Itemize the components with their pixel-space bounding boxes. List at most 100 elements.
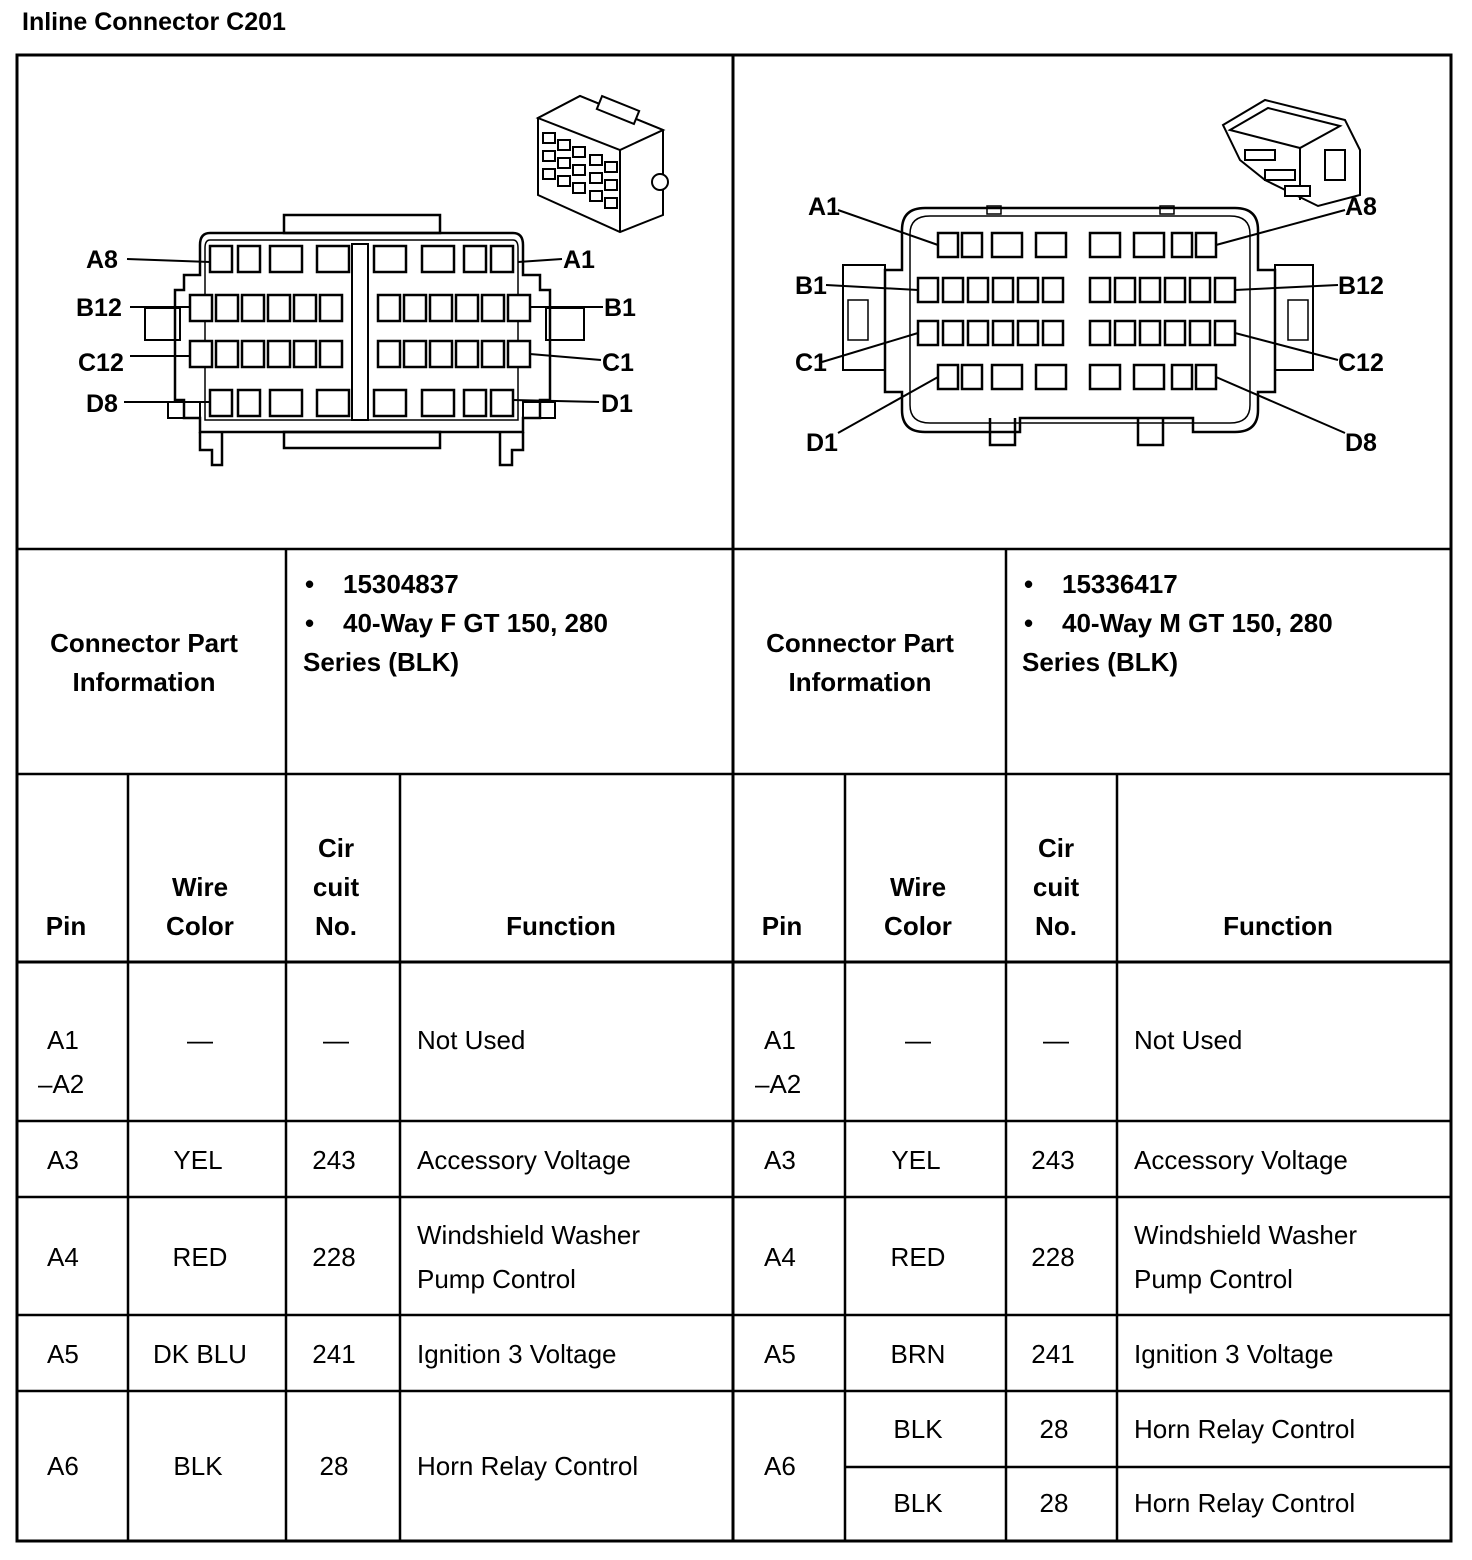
part-description-continuation: Series (BLK) — [303, 647, 459, 677]
table-row: A3 YEL 243 Accessory Voltage — [764, 1145, 1348, 1175]
circuit-cell: 28 — [1040, 1488, 1069, 1518]
col-header-function: Function — [506, 911, 616, 941]
function-cell: Ignition 3 Voltage — [417, 1339, 617, 1369]
page-title: Inline Connector C201 — [22, 8, 286, 36]
right-table-body: A1 –A2 — — Not Used A3 YEL 243 Accessory… — [755, 1025, 1357, 1518]
left-table-body: A1 –A2 — — Not Used A3 YEL 243 Accessory… — [38, 1025, 640, 1481]
circuit-cell: 28 — [1040, 1414, 1069, 1444]
bullet-dot: • — [1024, 569, 1033, 599]
table-row: A1 –A2 — — Not Used — [38, 1025, 525, 1099]
right-column-headers: Pin Wire Color Cir cuit No. Function — [762, 833, 1333, 941]
pin-cell: A5 — [47, 1339, 79, 1369]
pin-cell: –A2 — [38, 1069, 84, 1099]
label-a1: A1 — [808, 193, 840, 221]
label-d1: D1 — [806, 429, 838, 457]
pin-cell: A4 — [47, 1242, 79, 1272]
circuit-cell: — — [1043, 1025, 1069, 1055]
table-row: A1 –A2 — — Not Used — [755, 1025, 1242, 1099]
function-cell: Horn Relay Control — [417, 1451, 638, 1481]
label-c12: C12 — [1338, 349, 1384, 377]
circuit-cell: — — [323, 1025, 349, 1055]
part-number: 15336417 — [1062, 569, 1178, 599]
left-column-headers: Pin Wire Color Cir cuit No. Function — [46, 833, 616, 941]
table-row: A5 BRN 241 Ignition 3 Voltage — [764, 1339, 1334, 1369]
left-connector-thumbnail — [535, 94, 669, 234]
circuit-cell: 241 — [312, 1339, 355, 1369]
right-leader-lines — [821, 209, 1346, 434]
wire-color-cell: RED — [891, 1242, 946, 1272]
col-header-wire-1: Wire — [172, 872, 228, 902]
part-description: 40-Way F GT 150, 280 — [343, 608, 608, 638]
label-a8: A8 — [86, 246, 118, 274]
col-header-circuit-1: Cir — [1038, 833, 1074, 863]
function-cell: Ignition 3 Voltage — [1134, 1339, 1334, 1369]
table-row: A6 BLK 28 Horn Relay Control — [47, 1451, 638, 1481]
function-cell: Not Used — [417, 1025, 525, 1055]
left-connector-diagram: A8 A1 B12 B1 C12 C1 D8 D1 — [76, 94, 669, 467]
wire-color-cell: BLK — [893, 1488, 943, 1518]
pin-cell: A3 — [47, 1145, 79, 1175]
wire-color-cell: BLK — [893, 1414, 943, 1444]
circuit-cell: 243 — [1031, 1145, 1074, 1175]
label-a1: A1 — [563, 246, 595, 274]
col-header-circuit-3: No. — [1035, 911, 1077, 941]
label-b1: B1 — [604, 294, 636, 322]
table-row: A4 RED 228 Windshield Washer Pump Contro… — [764, 1220, 1357, 1294]
left-leader-lines — [124, 258, 603, 403]
right-connector-thumbnail — [1221, 98, 1361, 208]
table-row: A3 YEL 243 Accessory Voltage — [47, 1145, 631, 1175]
left-part-information: Connector Part Information • 15304837 • … — [50, 569, 608, 697]
col-header-circuit-3: No. — [315, 911, 357, 941]
right-part-information: Connector Part Information • 15336417 • … — [766, 569, 1333, 697]
label-d1: D1 — [601, 390, 633, 418]
pin-cell: A5 — [764, 1339, 796, 1369]
table-row: BLK 28 Horn Relay Control — [893, 1488, 1355, 1518]
wire-color-cell: YEL — [173, 1145, 222, 1175]
col-header-pin: Pin — [762, 911, 802, 941]
wire-color-cell: YEL — [891, 1145, 940, 1175]
table-row: A4 RED 228 Windshield Washer Pump Contro… — [47, 1220, 640, 1294]
col-header-function: Function — [1223, 911, 1333, 941]
part-description: 40-Way M GT 150, 280 — [1062, 608, 1333, 638]
part-number: 15304837 — [343, 569, 459, 599]
bullet-dot: • — [1024, 608, 1033, 638]
col-header-wire-1: Wire — [890, 872, 946, 902]
circuit-cell: 243 — [312, 1145, 355, 1175]
function-cell: Accessory Voltage — [417, 1145, 631, 1175]
col-header-circuit-2: cuit — [313, 872, 360, 902]
function-cell: Accessory Voltage — [1134, 1145, 1348, 1175]
right-connector-cavities — [916, 231, 1237, 391]
wire-color-cell: BLK — [173, 1451, 223, 1481]
col-header-circuit-2: cuit — [1033, 872, 1080, 902]
label-c1: C1 — [602, 349, 634, 377]
left-connector-cavities — [188, 244, 532, 418]
wire-color-cell: BRN — [891, 1339, 946, 1369]
label-d8: D8 — [86, 390, 118, 418]
wire-color-cell: — — [187, 1025, 213, 1055]
circuit-cell: 228 — [1031, 1242, 1074, 1272]
wire-color-cell: RED — [173, 1242, 228, 1272]
pin-cell: A1 — [47, 1025, 79, 1055]
part-description-continuation: Series (BLK) — [1022, 647, 1178, 677]
table-row: A6 BLK 28 Horn Relay Control — [764, 1414, 1355, 1481]
wire-color-cell: — — [905, 1025, 931, 1055]
col-header-wire-2: Color — [166, 911, 234, 941]
label-c12: C12 — [78, 349, 124, 377]
function-cell: Pump Control — [417, 1264, 576, 1294]
bullet-dot: • — [305, 608, 314, 638]
circuit-cell: 28 — [320, 1451, 349, 1481]
circuit-cell: 241 — [1031, 1339, 1074, 1369]
wire-color-cell: DK BLU — [153, 1339, 247, 1369]
function-cell: Horn Relay Control — [1134, 1488, 1355, 1518]
col-header-circuit-1: Cir — [318, 833, 354, 863]
pin-cell: A6 — [47, 1451, 79, 1481]
label-a8: A8 — [1345, 193, 1377, 221]
circuit-cell: 228 — [312, 1242, 355, 1272]
bullet-dot: • — [305, 569, 314, 599]
label-d8: D8 — [1345, 429, 1377, 457]
label-b12: B12 — [76, 294, 122, 322]
function-cell: Windshield Washer — [1134, 1220, 1357, 1250]
function-cell: Not Used — [1134, 1025, 1242, 1055]
part-info-header-line2: Information — [789, 667, 932, 697]
